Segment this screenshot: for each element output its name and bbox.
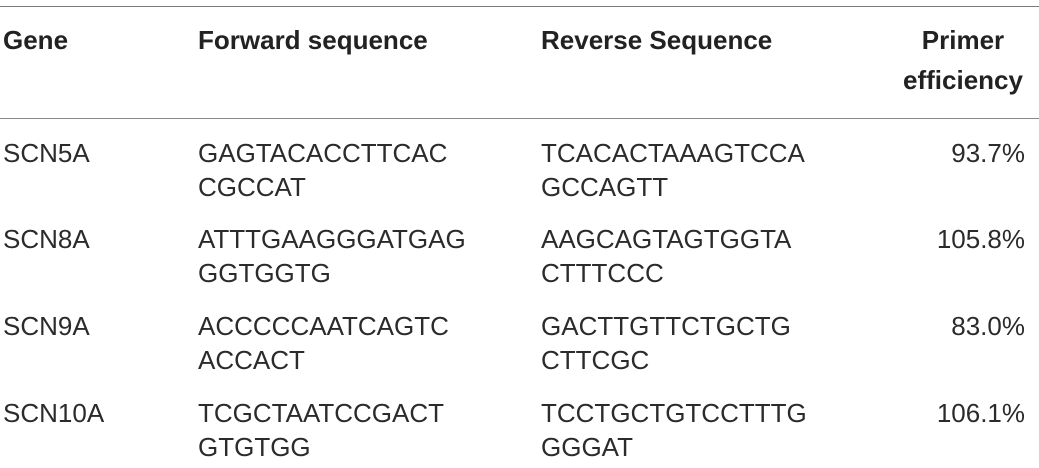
cell-gene: SCN5A bbox=[3, 138, 90, 168]
cell-reverse-sequence: TCACACTAAAGTCCA GCCAGTT bbox=[541, 138, 805, 202]
header-forward-sequence: Forward sequence bbox=[198, 25, 428, 55]
cell-gene: SCN8A bbox=[3, 224, 90, 254]
cell-gene: SCN9A bbox=[3, 311, 90, 341]
header-reverse-sequence: Reverse Sequence bbox=[541, 25, 773, 55]
cell-forward-sequence: ATTTGAAGGGATGAG GGTGGTG bbox=[198, 224, 466, 288]
table-top-rule bbox=[0, 6, 1039, 7]
cell-primer-efficiency: 106.1% bbox=[936, 398, 1025, 428]
cell-primer-efficiency: 83.0% bbox=[951, 311, 1025, 341]
cell-forward-sequence: GAGTACACCTTCAC CGCCAT bbox=[198, 138, 448, 202]
cell-reverse-sequence: TCCTGCTGTCCTTTG GGGAT bbox=[541, 398, 807, 462]
cell-forward-sequence: ACCCCCAATCAGTC ACCACT bbox=[198, 311, 449, 375]
header-gene: Gene bbox=[3, 25, 69, 55]
cell-reverse-sequence: GACTTGTTCTGCTG CTTCGC bbox=[541, 311, 791, 375]
header-primer-efficiency: Primer efficiency bbox=[903, 25, 1023, 95]
cell-reverse-sequence: AAGCAGTAGTGGTA CTTTCCC bbox=[541, 224, 792, 288]
table-header-rule bbox=[0, 118, 1039, 119]
cell-primer-efficiency: 105.8% bbox=[936, 224, 1025, 254]
cell-forward-sequence: TCGCTAATCCGACT GTGTGG bbox=[198, 398, 445, 462]
cell-primer-efficiency: 93.7% bbox=[951, 138, 1025, 168]
cell-gene: SCN10A bbox=[3, 398, 105, 428]
